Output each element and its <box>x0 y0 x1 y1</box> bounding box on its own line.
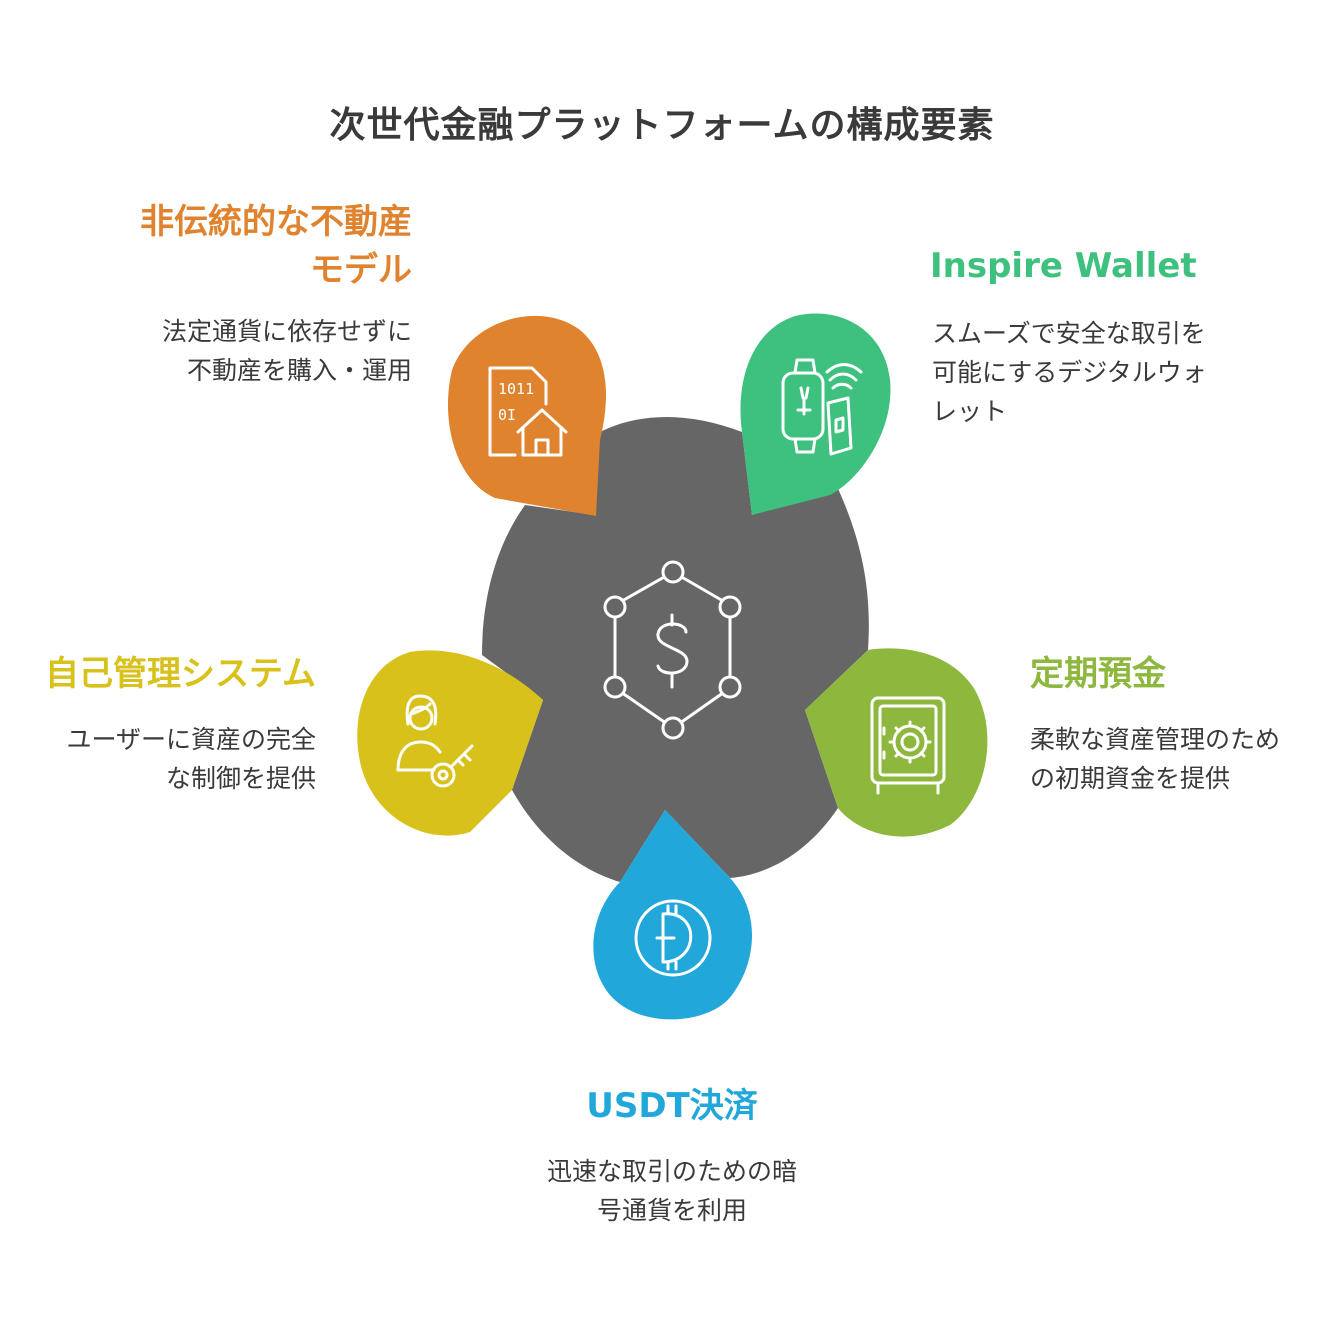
heading-self-custody: 自己管理システム <box>45 654 316 694</box>
building-binary-house-icon: 1011 0I <box>488 366 568 457</box>
petal-usdt[interactable] <box>593 810 752 1020</box>
desc-wallet: スムーズで安全な取引を 可能にするデジタルウォ レット <box>932 314 1312 431</box>
heading-usdt: USDT決済 <box>586 1086 758 1126</box>
desc-deposit-line1: 柔軟な資産管理のため <box>1030 725 1281 754</box>
desc-wallet-line2: 可能にするデジタルウォ <box>932 358 1207 387</box>
crypto-coin-icon <box>634 899 712 977</box>
petal-wallet[interactable] <box>740 313 891 515</box>
heading-deposit: 定期預金 <box>1030 654 1166 694</box>
user-key-icon <box>396 694 474 788</box>
desc-self-custody-line1: ユーザーに資産の完全 <box>66 725 316 754</box>
heading-real-estate-line2: モデル <box>310 250 412 290</box>
desc-wallet-line1: スムーズで安全な取引を <box>932 319 1206 348</box>
desc-real-estate: 法定通貨に依存せずに 不動産を購入・運用 <box>60 312 412 390</box>
heading-real-estate: 非伝統的な不動産 モデル <box>60 198 412 294</box>
petal-deposit[interactable] <box>805 648 988 837</box>
petal-self-custody[interactable] <box>357 650 543 836</box>
smartwatch-wallet-nfc-icon <box>781 358 863 456</box>
petal-real-estate[interactable]: 1011 0I <box>447 315 606 516</box>
desc-self-custody: ユーザーに資産の完全 な制御を提供 <box>20 720 316 798</box>
heading-wallet: Inspire Wallet <box>930 246 1197 286</box>
safe-icon <box>870 696 946 795</box>
desc-deposit-line2: の初期資金を提供 <box>1030 764 1231 793</box>
svg-text:1011: 1011 <box>498 380 534 398</box>
dollar-network-icon <box>603 560 742 740</box>
desc-deposit: 柔軟な資産管理のため の初期資金を提供 <box>1030 720 1320 798</box>
heading-real-estate-line1: 非伝統的な不動産 <box>140 202 412 242</box>
desc-real-estate-line1: 法定通貨に依存せずに <box>161 317 412 346</box>
desc-self-custody-line2: な制御を提供 <box>165 764 316 793</box>
svg-text:0I: 0I <box>498 406 516 424</box>
page-title: 次世代金融プラットフォームの構成要素 <box>329 105 995 146</box>
desc-real-estate-line2: 不動産を購入・運用 <box>186 356 412 385</box>
desc-usdt-line1: 迅速な取引のための暗 <box>546 1157 797 1186</box>
desc-usdt: 迅速な取引のための暗 号通貨を利用 <box>472 1152 872 1230</box>
desc-wallet-line3: レット <box>932 397 1008 426</box>
desc-usdt-line2: 号通貨を利用 <box>596 1196 747 1225</box>
